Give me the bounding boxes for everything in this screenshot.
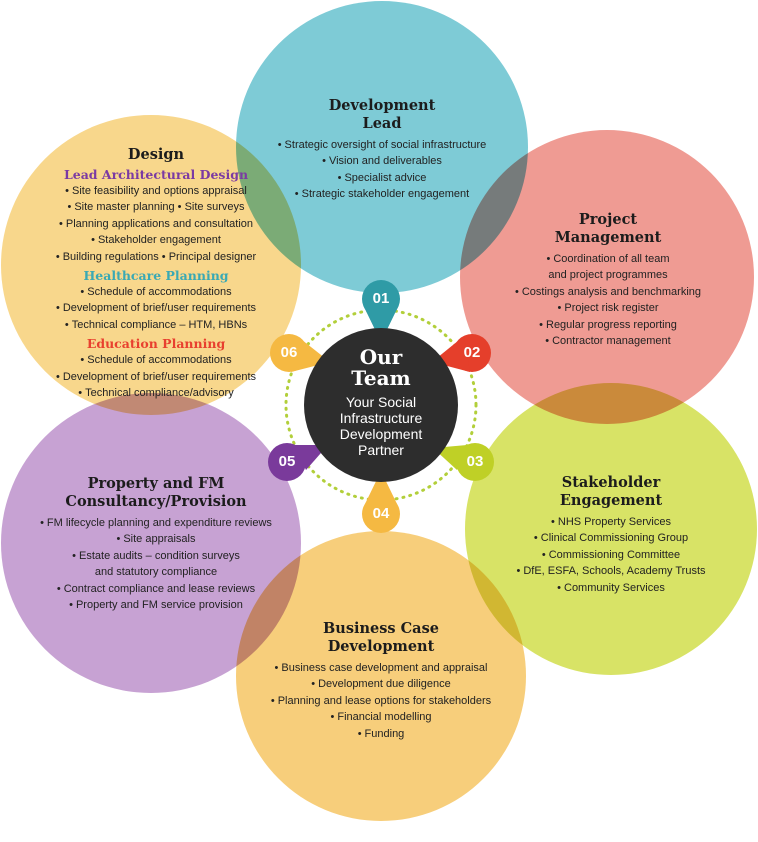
item-list: •Coordination of all team and project pr…: [488, 251, 728, 349]
list-item: •Development of brief/user requirements: [55, 370, 257, 383]
pin-04: [362, 471, 400, 533]
section-title: Business Case Development: [323, 620, 439, 655]
list-item: •Site feasibility and options appraisal: [65, 185, 247, 197]
circle-development-lead: [236, 1, 528, 293]
center-text: Our Team Your Social Infrastructure Deve…: [306, 345, 456, 459]
list-item: •Schedule of accommodations: [80, 354, 232, 367]
section-title: Design: [127, 146, 185, 163]
section-title: Development Lead: [328, 97, 436, 132]
design-group-heading: Education Planning: [86, 336, 226, 352]
list-item: •Strategic stakeholder engagement: [294, 188, 470, 201]
section-title: Property and FM Consultancy/Provision: [65, 475, 247, 510]
circle-business-case: [236, 531, 526, 821]
list-item: •Community Services: [557, 581, 665, 594]
number-04: 04: [372, 505, 390, 522]
item-list: •FM lifecycle planning and expenditure r…: [21, 515, 291, 613]
item-list: •Schedule of accommodations •Development…: [26, 352, 286, 401]
circle-design: [1, 115, 301, 415]
number-02: 02: [463, 344, 481, 361]
item-list: •Site feasibility and options appraisal …: [26, 183, 286, 265]
section-stakeholder-engagement: Stakeholder Engagement •NHS Property Ser…: [491, 474, 731, 596]
list-item: •Property and FM service provision: [69, 599, 243, 612]
section-project-management: Project Management •Coordination of all …: [488, 211, 728, 349]
list-item: •Commissioning Committee: [541, 548, 681, 561]
list-item: •Technical compliance/advisory: [78, 387, 234, 400]
center-circle: [304, 328, 458, 482]
circle-project-management: [460, 130, 754, 424]
design-group-heading: Lead Architectural Design: [63, 167, 249, 182]
list-item: •Regular progress reporting: [539, 318, 677, 331]
list-item: •Strategic oversight of social infrastru…: [277, 139, 487, 151]
list-item: •Development due diligence: [311, 678, 451, 691]
list-item: •Estate audits – condition surveys: [72, 549, 240, 562]
list-item: •Technical compliance – HTM, HBNs: [64, 318, 248, 331]
item-list: •NHS Property Services •Clinical Commiss…: [491, 514, 731, 596]
list-item: •Stakeholder engagement: [91, 234, 221, 247]
number-03: 03: [466, 453, 484, 470]
list-item: •Funding: [357, 727, 405, 740]
design-group-heading: Healthcare Planning: [83, 268, 229, 284]
list-item: •NHS Property Services: [551, 516, 671, 528]
list-item: •Development of brief/user requirements: [55, 302, 257, 315]
section-development-lead: Development Lead •Strategic oversight of…: [252, 97, 512, 203]
list-item: •Site appraisals: [116, 533, 196, 546]
section-title: Stakeholder Engagement: [559, 474, 663, 509]
list-item: •Clinical Commissioning Group: [533, 532, 689, 545]
list-item: •Site master planning • Site surveys: [67, 201, 245, 214]
number-05: 05: [278, 453, 296, 470]
list-item: •Business case development and appraisal: [274, 662, 488, 674]
list-item: and project programmes: [548, 269, 668, 282]
pin-01: [362, 280, 400, 342]
list-item: •Schedule of accommodations: [80, 286, 232, 299]
list-item: •Coordination of all team: [546, 253, 670, 265]
section-title: Project Management: [554, 211, 662, 246]
section-business-case: Business Case Development •Business case…: [251, 620, 511, 742]
item-list: •Strategic oversight of social infrastru…: [252, 137, 512, 203]
circle-property-fm: [1, 393, 301, 693]
list-item: •Project risk register: [557, 302, 659, 315]
list-item: •Financial modelling: [330, 711, 432, 724]
number-01: 01: [372, 290, 390, 307]
list-item: •Costings analysis and benchmarking: [514, 285, 701, 298]
item-list: •Schedule of accommodations •Development…: [26, 284, 286, 333]
number-06: 06: [280, 344, 298, 361]
list-item: •Planning applications and consultation: [59, 217, 253, 230]
center-title: Our Team: [351, 345, 411, 390]
list-item: •FM lifecycle planning and expenditure r…: [40, 517, 272, 529]
section-design: Design Lead Architectural Design •Site f…: [26, 146, 286, 401]
center-subtitle: Your Social Infrastructure Development P…: [339, 394, 423, 458]
section-property-fm: Property and FM Consultancy/Provision •F…: [21, 475, 291, 613]
list-item: •Contractor management: [545, 335, 671, 348]
list-item: •Specialist advice: [337, 171, 427, 184]
list-item: •Contract compliance and lease reviews: [56, 582, 256, 595]
list-item: and statutory compliance: [94, 566, 218, 579]
list-item: •Building regulations • Principal design…: [55, 250, 257, 263]
circle-stakeholder: [465, 383, 757, 675]
item-list: •Business case development and appraisal…: [251, 660, 511, 742]
list-item: •Planning and lease options for stakehol…: [270, 694, 492, 707]
list-item: •Vision and deliverables: [322, 155, 442, 168]
list-item: •DfE, ESFA, Schools, Academy Trusts: [516, 565, 706, 578]
